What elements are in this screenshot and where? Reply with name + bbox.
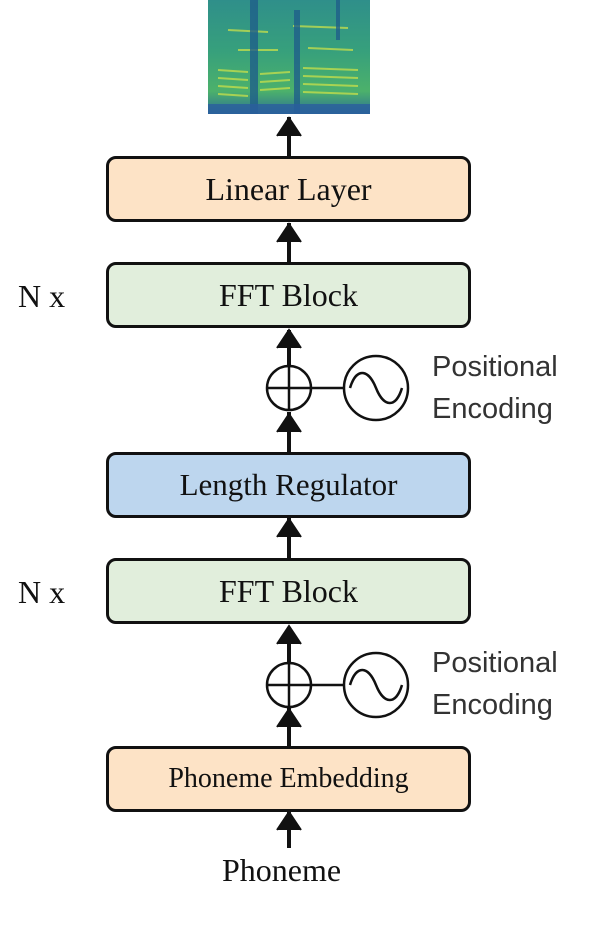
linear-layer-label: Linear Layer: [205, 170, 372, 207]
lower-sinusoid-icon: [342, 651, 410, 719]
upper-add-node: [265, 364, 313, 412]
phoneme-embedding-block: Phoneme Embedding: [106, 746, 471, 812]
lower-positional-line2: Encoding: [432, 689, 553, 721]
lower-positional-line1: Positional: [432, 647, 558, 679]
linear-layer-block: Linear Layer: [106, 156, 471, 222]
length-regulator-label: Length Regulator: [179, 467, 398, 502]
upper-sinusoid-icon: [342, 354, 410, 422]
length-regulator-block: Length Regulator: [106, 452, 471, 518]
decoder-fft-label: FFT Block: [219, 276, 358, 313]
phoneme-embedding-label: Phoneme Embedding: [168, 763, 409, 794]
encoder-repeat-label: N x: [18, 574, 66, 610]
lower-positional-encoding-label: Positional Encoding: [432, 642, 558, 726]
upper-positional-line1: Positional: [432, 351, 558, 383]
upper-positional-line2: Encoding: [432, 393, 553, 425]
lower-add-node: [265, 661, 313, 709]
encoder-fft-block: FFT Block: [106, 558, 471, 624]
decoder-repeat-label: N x: [18, 278, 66, 314]
upper-positional-encoding-label: Positional Encoding: [432, 346, 558, 430]
mel-spectrogram-icon: [208, 0, 370, 114]
encoder-fft-label: FFT Block: [219, 572, 358, 609]
decoder-fft-block: FFT Block: [106, 262, 471, 328]
phoneme-input-label: Phoneme: [222, 852, 342, 888]
